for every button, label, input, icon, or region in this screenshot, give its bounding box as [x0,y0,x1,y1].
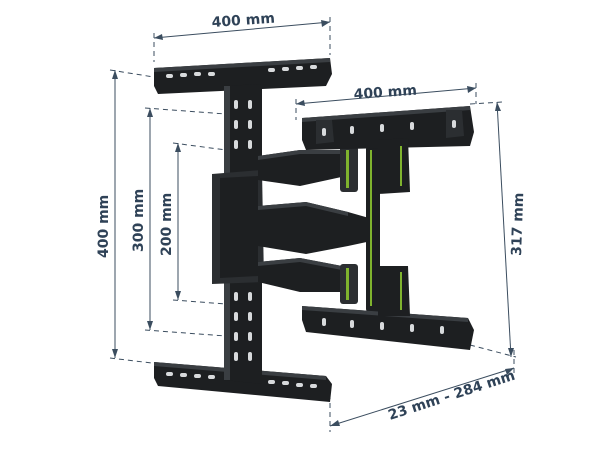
tv-bracket-top-holes [322,120,456,136]
tv-bracket-bottom-holes [322,318,444,334]
dim-vertical-300-label: 300 mm [131,189,147,252]
dim-vertical-200-label: 200 mm [159,193,175,256]
dim-tv-bracket-height-label: 317 mm [509,192,527,256]
column-holes [234,100,252,361]
articulating-arms [258,146,380,312]
dim-tv-bracket-width-label: 400 mm [353,83,417,103]
dim-extension-range-label: 23 mm - 284 mm [386,368,517,424]
top-rail-holes [166,65,317,78]
wall-plate [154,58,332,402]
dimension-lines [109,17,517,432]
bottom-rail-holes [166,372,317,388]
dim-wall-plate-width-label: 400 mm [211,11,275,31]
tv-bracket [302,106,474,350]
dim-vertical-400-label: 400 mm [96,195,112,258]
